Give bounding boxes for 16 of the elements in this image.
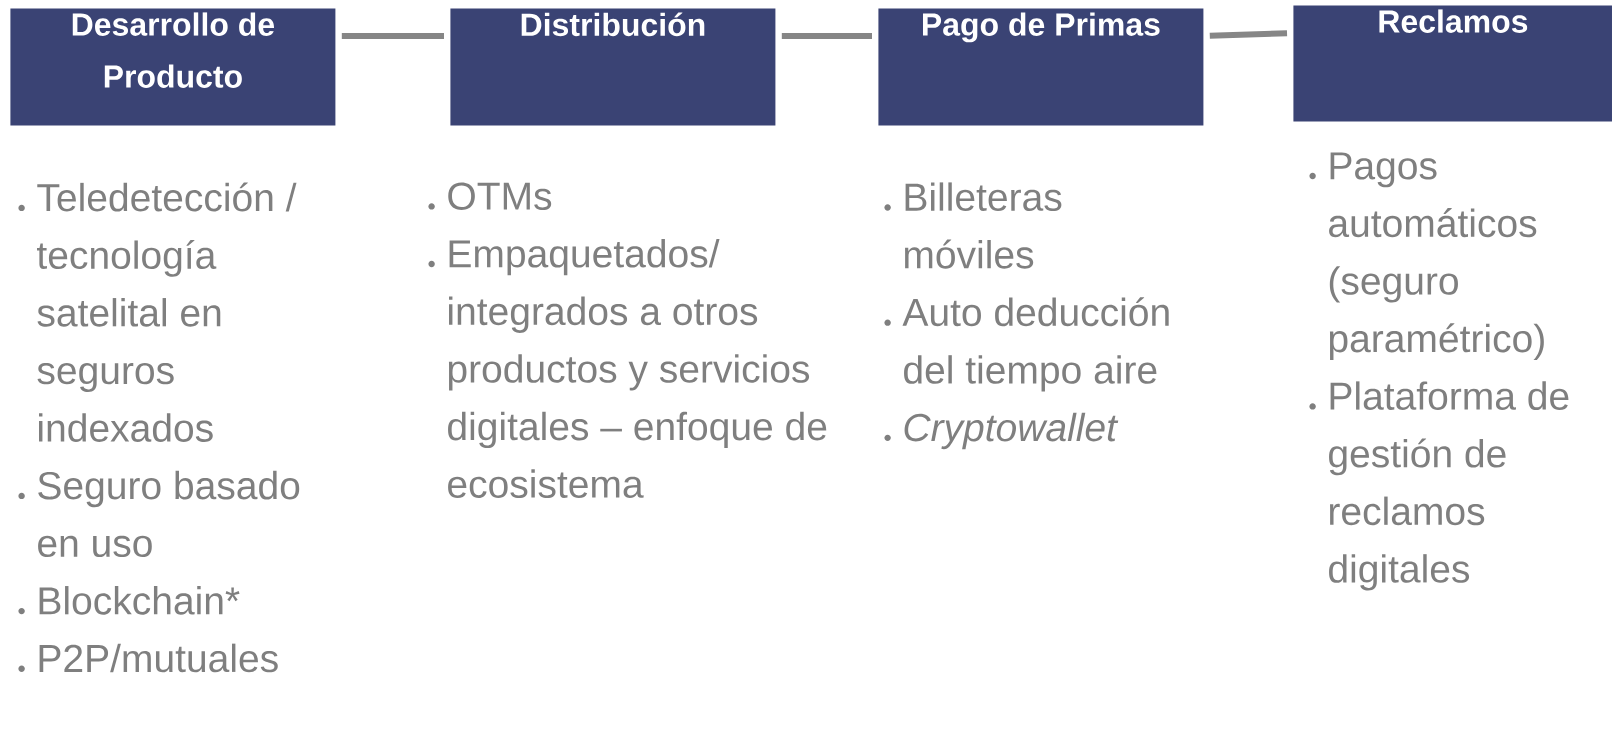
list-item: Empaquetados/ integrados a otros productos y servicios digitales – enfoque de ecosistema: [448, 238, 827, 498]
stage-box: Desarrollo de Producto: [10, 8, 336, 126]
list-item: Pagos automáticos (seguro paramétrico): [1329, 152, 1544, 361]
stage-box: Pago de Primas: [878, 8, 1204, 126]
list-item: Billeteras móviles: [905, 182, 1062, 269]
list-item: OTMs: [448, 182, 552, 210]
list-item: Seguro basado en uso: [38, 470, 300, 558]
list-item: Plataforma de gestión de reclamos digitales: [1329, 381, 1569, 591]
list-item: Teledetección / tecnología satelital en seguros indexados: [37, 182, 297, 442]
list-item: Cryptowallet: [904, 412, 1119, 450]
stage-box: Distribución: [450, 8, 776, 126]
stage-box: Reclamos: [1293, 5, 1612, 122]
list-item: Blockchain*: [39, 586, 240, 615]
list-item: P2P/mutuales: [39, 643, 278, 673]
connector-line: [1209, 30, 1288, 39]
list-item: Auto deducción del tiempo aire: [902, 297, 1169, 392]
